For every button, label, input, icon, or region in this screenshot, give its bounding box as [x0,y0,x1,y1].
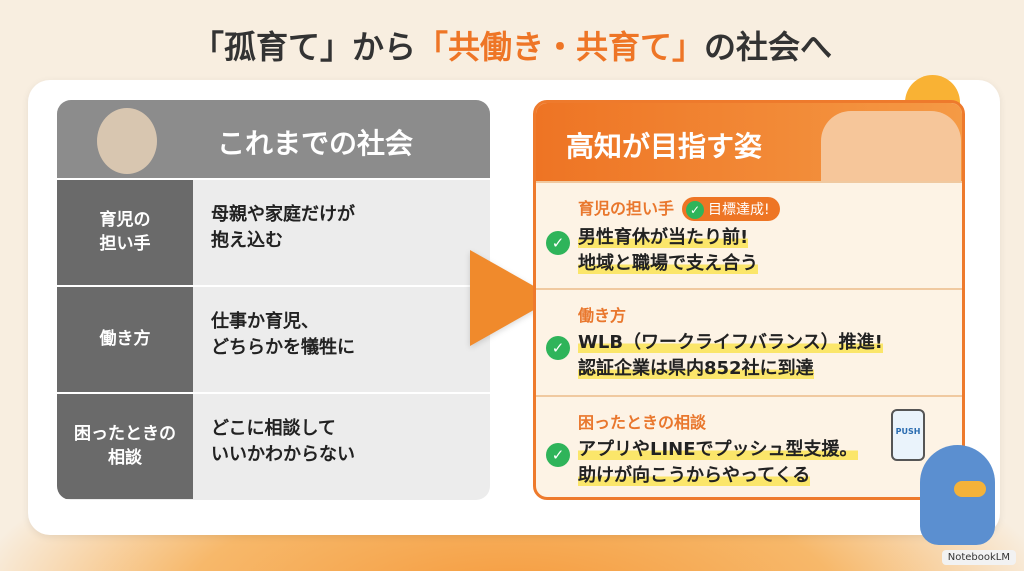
row-label: 育児の 担い手 [57,180,193,285]
notebooklm-watermark: NotebookLM [941,550,1016,565]
past-society-panel: これまでの社会 育児の 担い手母親や家庭だけが 抱え込む 働き方仕事か育児、 ど… [57,100,490,500]
row-label: 働き方 [578,306,627,325]
row-text: 母親や家庭だけが 抱え込む [211,204,355,252]
row-label: 育児の担い手 [578,199,675,218]
row-line: 地域と職場で支え合う [578,253,758,275]
goal-row: 困ったときの相談 ✓ アプリやLINEでプッシュ型支援。助けが向こうからやってくる… [536,395,962,497]
goal-header-title: 高知が目指す姿 [566,130,763,163]
row-text: どこに相談して いいかわからない [211,418,355,466]
page-title: 「孤育て」から「共働き・共育て」の社会へ [191,28,833,66]
past-row: 働き方仕事か育児、 どちらかを犠牲に [57,285,490,392]
goal-row: 育児の担い手 ✓目標達成! ✓ 男性育休が当たり前! 地域と職場で支え合う [536,181,962,288]
past-header: これまでの社会 [57,100,490,178]
row-label: 働き方 [57,287,193,392]
goal-header: 高知が目指す姿 [536,103,962,181]
row-line: 認証企業は県内852社に到達 [578,358,814,380]
past-header-title: これまでの社会 [217,127,414,160]
goal-row: 働き方 ✓ WLB（ワークライフバランス）推進! 認証企業は県内852社に到達 [536,288,962,395]
check-icon: ✓ [686,201,705,219]
mother-illustration-icon [97,108,157,174]
goal-panel: 高知が目指す姿 育児の担い手 ✓目標達成! ✓ 男性育休が当たり前! 地域と職場で支え… [533,100,965,500]
row-line: WLB（ワークライフバランス）推進! [578,332,883,353]
check-icon: ✓ [546,443,570,467]
row-text: 仕事か育児、 どちらかを犠牲に [211,311,355,359]
row-line: アプリやLINEでプッシュ型支援。 [578,439,858,460]
bird-mascot-icon [920,445,995,545]
goal-achieved-badge: ✓目標達成! [682,197,780,221]
phone-push-icon: PUSH [891,409,925,461]
check-icon: ✓ [546,336,570,360]
family-illustration-icon [821,111,961,181]
past-row: 困ったときの 相談どこに相談して いいかわからない [57,392,490,499]
row-line: 助けが向こうからやってくる [578,465,811,487]
row-label: 困ったときの 相談 [57,394,193,499]
row-line: 男性育休が当たり前! [578,227,749,248]
past-row: 育児の 担い手母親や家庭だけが 抱え込む [57,178,490,285]
row-label: 困ったときの相談 [578,413,707,432]
check-icon: ✓ [546,231,570,255]
